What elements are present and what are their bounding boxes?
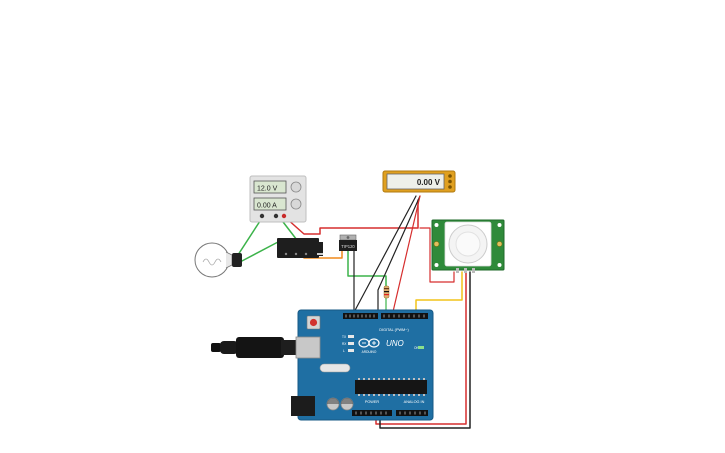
analog-header[interactable] — [396, 410, 428, 416]
digital-header-label: DIGITAL (PWM~) — [379, 328, 409, 332]
power-header-label: POWER — [365, 400, 380, 404]
current-display — [253, 197, 287, 211]
wire-green-relay-to-bulb[interactable] — [239, 241, 279, 263]
tx-label: TX — [342, 335, 347, 339]
terminal-negative[interactable] — [273, 213, 279, 219]
bulb-glass — [194, 242, 230, 278]
current-readout: 0.00 A — [257, 203, 277, 210]
wire-red-pir-vcc[interactable] — [419, 227, 455, 283]
brand-label: ARDUINO — [362, 350, 377, 354]
multimeter-readout: 0.00 V — [417, 178, 441, 187]
digital-header-left[interactable] — [343, 313, 378, 319]
bulb-filament — [202, 258, 222, 266]
wire-yellow-pir-signal[interactable] — [415, 271, 463, 317]
bulb-neck — [225, 251, 233, 269]
multimeter[interactable]: 0.00 V — [382, 170, 456, 193]
voltage-readout: 12.0 V — [257, 186, 278, 193]
power-jack[interactable] — [291, 396, 315, 416]
crystal — [319, 363, 351, 373]
wire-red-meter-arduino[interactable] — [391, 195, 421, 317]
pir-sensor[interactable] — [431, 219, 505, 273]
multimeter-port-3[interactable] — [448, 185, 452, 189]
l-label: L — [343, 349, 345, 353]
wire-black-meter-2[interactable] — [377, 195, 421, 317]
wire-red-supply[interactable] — [285, 199, 419, 235]
current-knob[interactable] — [290, 198, 302, 210]
rx-label: RX — [342, 342, 347, 346]
light-bulb[interactable] — [194, 242, 242, 278]
voltage-knob[interactable] — [290, 181, 302, 193]
multimeter-display — [386, 173, 445, 190]
power-supply[interactable]: 12.0 V 0.00 A — [249, 175, 307, 223]
wire-green-supply-to-bulb[interactable] — [235, 217, 263, 259]
usb-jack[interactable] — [295, 336, 321, 359]
terminal-positive[interactable] — [281, 213, 287, 219]
wire-green-transistor-resistor[interactable] — [347, 249, 387, 289]
uno-label: UNO — [386, 339, 404, 348]
on-label: ON — [414, 346, 419, 350]
relay[interactable] — [277, 238, 319, 258]
bulb-base — [232, 253, 242, 267]
arduino-board[interactable]: DIGITAL (PWM~) TX RX L UNO ARDUINO ON — [291, 309, 434, 421]
transistor-label: TIP120 — [341, 244, 355, 249]
usb-cable[interactable] — [211, 337, 303, 358]
wire-black-meter-1[interactable] — [351, 195, 417, 317]
resistor[interactable] — [383, 285, 390, 299]
transistor[interactable]: TIP120 — [339, 234, 357, 251]
analog-header-label: ANALOG IN — [404, 400, 425, 404]
wire-black-pir-bottom[interactable] — [379, 271, 471, 429]
multimeter-port-2[interactable] — [448, 179, 452, 184]
terminal-ground[interactable] — [259, 213, 265, 219]
arduino-logo-icon — [358, 338, 380, 348]
voltage-display — [253, 180, 287, 194]
microcontroller-chip — [355, 380, 427, 394]
multimeter-port-1[interactable] — [448, 174, 452, 178]
diode[interactable] — [317, 242, 323, 256]
